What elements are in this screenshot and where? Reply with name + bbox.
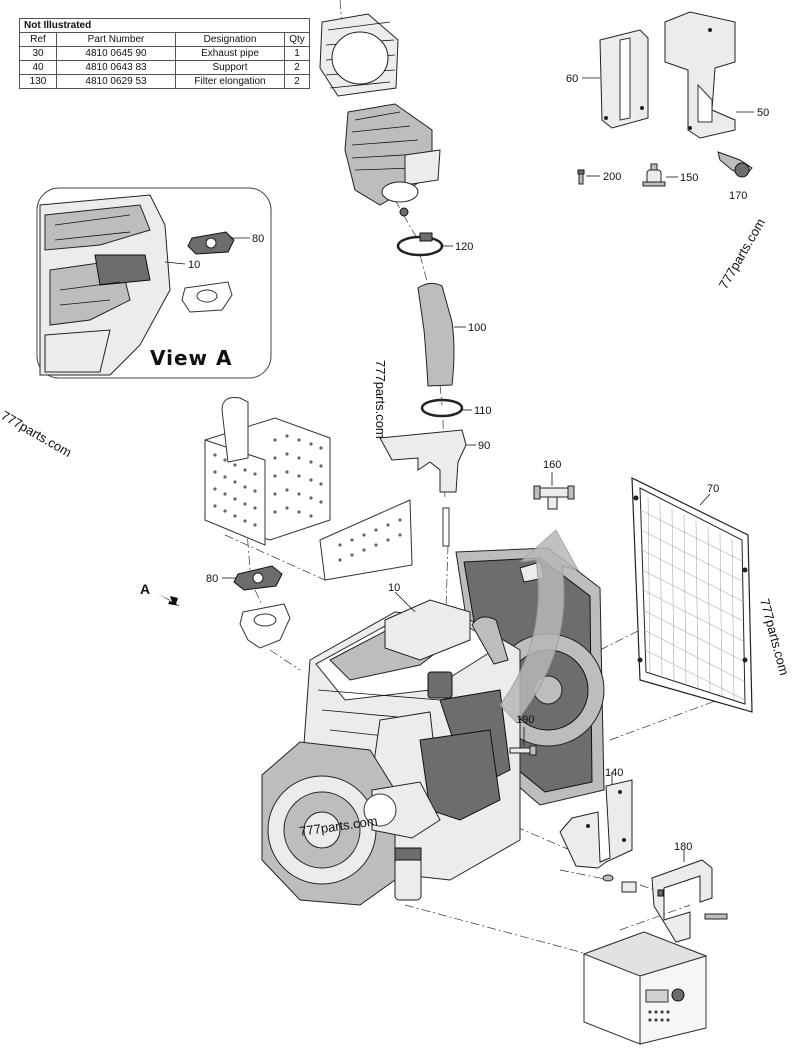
stud-rod [442, 507, 450, 547]
callout-200: 200 [603, 171, 621, 183]
damper-150 [642, 163, 666, 187]
callout-140: 140 [605, 767, 623, 779]
callout-90: 90 [478, 440, 490, 452]
table-row: 130 4810 0629 53 Filter elongation 2 [19, 74, 310, 89]
intake-hose-100 [417, 282, 455, 387]
callout-190: 190 [516, 714, 534, 726]
exhaust-silencer-cage [204, 397, 413, 581]
callout-160: 160 [543, 459, 561, 471]
sensor-170 [717, 151, 753, 178]
callout-110: 110 [474, 405, 492, 417]
callout-100: 100 [468, 322, 486, 334]
pin-190 [509, 745, 537, 756]
callout-150: 150 [680, 172, 698, 184]
screw-200 [577, 169, 585, 185]
callout-180: 180 [674, 841, 692, 853]
watermark: 777parts.com [716, 216, 768, 292]
cell-qty: 2 [284, 74, 310, 89]
table-row: 40 4810 0643 83 Support 2 [19, 60, 310, 75]
bracket-90 [379, 429, 467, 493]
watermark: 777parts.com [0, 408, 74, 460]
callout-10-view: 10 [188, 259, 200, 271]
callout-60: 60 [566, 73, 578, 85]
callout-10-main: 10 [388, 582, 400, 594]
bracket-140 [559, 779, 633, 869]
view-a-inset: 80 10 View A [36, 187, 272, 379]
watermark: 777parts.com [757, 597, 792, 677]
air-filter-assembly [319, 13, 441, 217]
cell-part-number: 4810 0629 53 [56, 74, 176, 89]
callout-50: 50 [757, 107, 769, 119]
hose-clamp-110 [420, 398, 464, 418]
header-qty: Qty [284, 32, 310, 47]
control-panel-box [582, 931, 708, 1045]
bolt-washer [602, 874, 637, 893]
callout-70: 70 [707, 483, 719, 495]
radiator-guard-70 [631, 477, 753, 713]
callout-80-main: 80 [206, 573, 218, 585]
bracket-180 [651, 859, 728, 943]
view-a-arrow-icon [158, 594, 180, 606]
table-header-row: Ref Part Number Designation Qty [19, 32, 310, 47]
watermark: 777parts.com [373, 360, 388, 439]
hose-clamp-120 [396, 232, 444, 257]
callout-120: 120 [455, 241, 473, 253]
view-a-arrow-label: A [140, 581, 150, 597]
view-a-engine-side [39, 194, 171, 376]
bracket-60 [599, 29, 649, 129]
assembly-direction-arrow-icon [499, 529, 579, 723]
t-fitting-160 [533, 485, 575, 510]
callout-170: 170 [729, 190, 747, 202]
callout-80-view: 80 [252, 233, 264, 245]
not-illustrated-table: Not Illustrated Ref Part Number Designat… [19, 18, 310, 89]
support-50 [664, 11, 736, 139]
view-a-title: View A [150, 346, 232, 370]
